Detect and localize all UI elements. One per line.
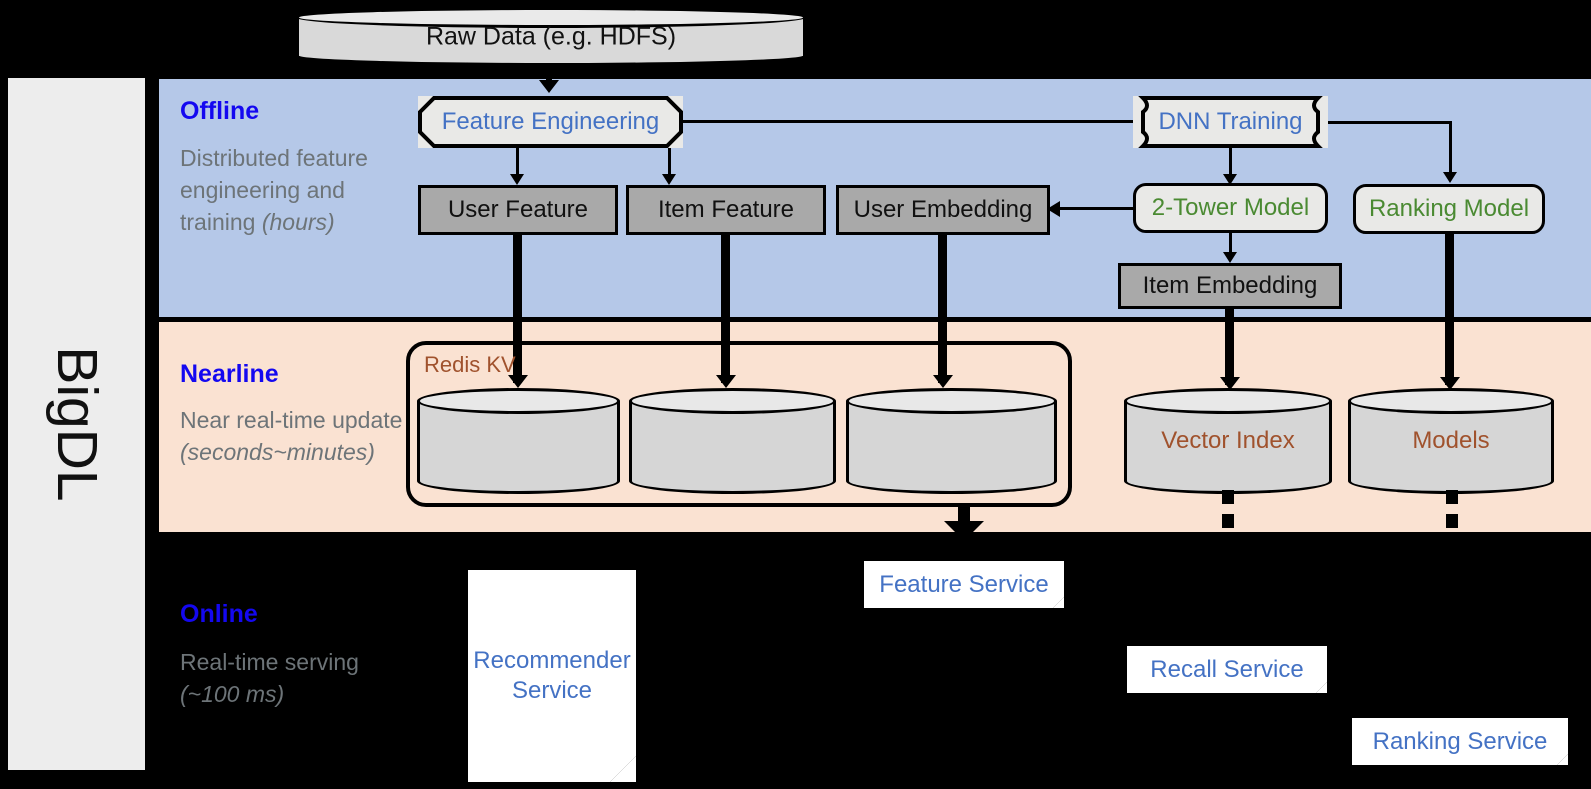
vector-index-cover (1127, 465, 1329, 481)
arrowhead-fe-userfeature (510, 174, 524, 185)
connector-fe-userfeature (516, 148, 519, 180)
feature-engineering-node[interactable]: Feature Engineering (418, 96, 683, 148)
item-embedding-label: Item Embedding (1142, 272, 1318, 300)
connector-dnn-2tower (1229, 148, 1232, 180)
raw-data-store: Raw Data (e.g. HDFS) (296, 7, 806, 66)
vector-index-top (1124, 388, 1332, 414)
arrowhead-itemembedding-vectorindex (1220, 377, 1240, 390)
ranking-model-label: Ranking Model (1368, 195, 1530, 223)
redis-kv-label: Redis KV (424, 352, 516, 377)
models-store[interactable]: Models (1348, 388, 1554, 494)
raw-data-label: Raw Data (e.g. HDFS) (425, 22, 677, 50)
recall-service-label: Recall Service (1150, 655, 1304, 683)
kv-store-1[interactable] (417, 388, 620, 494)
models-label: Models (1412, 427, 1490, 454)
offline-description: Distributed feature engineering and trai… (180, 145, 368, 235)
kv-store-3[interactable] (846, 388, 1057, 494)
bigdl-sidebar: BigDL (8, 78, 145, 770)
ranking-service-label: Ranking Service (1372, 727, 1548, 755)
arrowhead-fe-itemfeature (662, 174, 676, 185)
feature-service-fold2-icon (1053, 597, 1064, 608)
feature-service-node[interactable]: Feature Service (864, 561, 1064, 608)
nearline-title: Nearline (180, 360, 279, 388)
models-top (1348, 388, 1554, 414)
two-tower-model-node[interactable]: 2-Tower Model (1133, 183, 1328, 233)
connector-itemembedding-vectorindex (1225, 309, 1234, 385)
user-feature-label: User Feature (447, 196, 589, 224)
dash-vectorindex-1 (1222, 490, 1234, 504)
connector-dnn-ranking-v (1449, 121, 1452, 175)
feature-engineering-shape (418, 96, 683, 148)
online-description: Real-time serving (~100 ms) (180, 649, 359, 707)
bigdl-label: BigDL (44, 346, 109, 502)
arrowhead-userfeature-kv (508, 375, 528, 388)
recommender-service-label: Recommender Service (473, 647, 631, 704)
connector-userfeature-kv (513, 235, 522, 383)
nearline-description: Near real-time update (seconds~minutes) (180, 407, 403, 465)
item-feature-label: Item Feature (657, 196, 795, 224)
dash-vectorindex-2 (1222, 514, 1234, 528)
arrowhead-rawdata-fe (539, 80, 559, 93)
connector-dnn-ranking-h (1328, 121, 1452, 124)
arrowhead-2tower-itemembedding (1223, 252, 1237, 263)
raw-data-cover (299, 44, 803, 56)
kv3-top (846, 388, 1057, 414)
ranking-service-node[interactable]: Ranking Service (1352, 718, 1568, 765)
connector-2tower-itemembedding (1229, 233, 1232, 260)
connector-rankingmodel-models (1445, 234, 1454, 385)
user-feature-node[interactable]: User Feature (418, 185, 618, 235)
arrowhead-2tower-userembedding (1047, 201, 1060, 217)
connector-fe-dnn (683, 120, 1142, 123)
recall-service-fold2-icon (1316, 682, 1327, 693)
recall-service-node[interactable]: Recall Service (1127, 646, 1327, 693)
redis-kv-group (406, 341, 1072, 507)
kv2-cover (632, 465, 833, 481)
models-cover (1351, 465, 1551, 481)
arrowhead-kv-featureservice (944, 521, 984, 541)
dash-models-2 (1446, 514, 1458, 528)
vector-index-store[interactable]: Vector Index (1124, 388, 1332, 494)
kv2-top (629, 388, 836, 414)
kv1-cover (420, 465, 617, 481)
recommender-service-fold2-icon (610, 756, 636, 782)
feature-engineering-label: Feature Engineering (441, 108, 660, 135)
arrowhead-itemfeature-kv (716, 375, 736, 388)
user-embedding-node[interactable]: User Embedding (836, 185, 1050, 235)
connector-2tower-userembedding (1058, 207, 1134, 210)
two-tower-model-label: 2-Tower Model (1151, 194, 1310, 222)
recommender-service-node[interactable]: Recommender Service (468, 570, 636, 782)
arrowhead-dnn-2tower (1223, 174, 1237, 185)
kv3-cover (849, 465, 1054, 481)
kv1-top (417, 388, 620, 414)
vector-index-label: Vector Index (1161, 427, 1295, 454)
dnn-training-node[interactable]: DNN Training (1133, 96, 1328, 148)
connector-rawdata-fe (546, 65, 552, 87)
dnn-training-shape (1138, 96, 1323, 148)
item-embedding-node[interactable]: Item Embedding (1118, 263, 1342, 309)
ranking-model-node[interactable]: Ranking Model (1353, 184, 1545, 234)
connector-itemfeature-kv (721, 235, 730, 383)
connector-userembedding-kv (938, 235, 947, 383)
offline-title: Offline (180, 97, 260, 125)
arrowhead-rankingmodel-models (1440, 377, 1460, 390)
feature-service-label: Feature Service (879, 570, 1049, 598)
item-feature-node[interactable]: Item Feature (626, 185, 826, 235)
online-title: Online (180, 600, 258, 628)
dnn-training-label: DNN Training (1158, 108, 1303, 135)
ranking-service-fold2-icon (1557, 754, 1568, 765)
kv-store-2[interactable] (629, 388, 836, 494)
connector-fe-itemfeature (668, 148, 671, 180)
raw-data-top (296, 7, 806, 28)
dash-featureservice-1 (958, 507, 970, 521)
arrowhead-userembedding-kv (933, 375, 953, 388)
user-embedding-label: User Embedding (853, 196, 1033, 224)
arrowhead-dnn-ranking (1443, 172, 1457, 183)
dash-models-1 (1446, 490, 1458, 504)
